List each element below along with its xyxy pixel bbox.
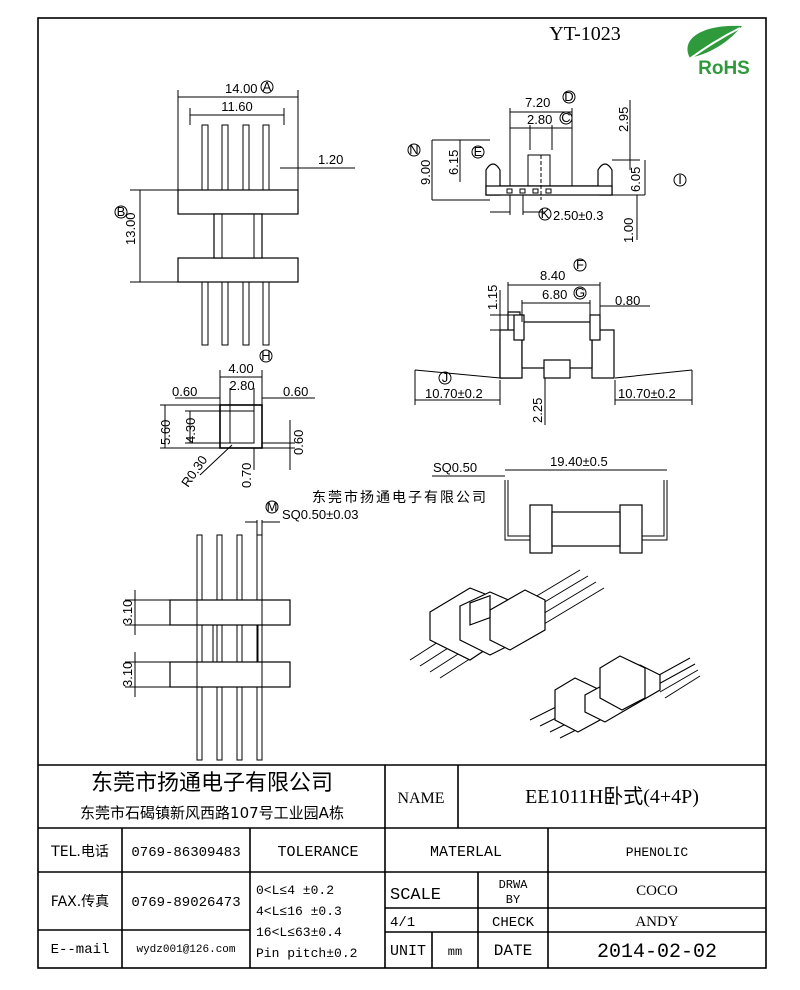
drawn-by-label: DRWA [499,878,529,892]
dimension-label: 5.60 [158,420,173,445]
date-label: DATE [494,942,532,960]
tolerance-row: 0<L≤4 ±0.2 [256,883,334,898]
dimension-label: 7.20 [525,95,550,110]
dimension-label: 2.80 [527,112,552,127]
dimension-label: I [678,172,682,187]
dimension-label: 10.70±0.2 [618,386,676,401]
title-block [38,764,766,968]
perspective-view-2 [529,655,701,739]
company-name: 东莞市扬通电子有限公司 [91,771,333,796]
unit-value: mm [448,945,462,959]
fax-label: FAX.传真 [51,894,109,910]
dimension-label: A [263,79,272,94]
dimension-label: SQ0.50±0.03 [282,507,359,522]
dimension-label: 2.80 [229,378,254,393]
part-name: EE1011H卧式(4+4P) [525,785,699,808]
dimension-label: J [442,370,449,385]
scale-label: SCALE [390,886,441,905]
dimension-label: 9.00 [418,160,433,185]
email-value: wydz001@126.com [136,944,235,956]
dimension-label: 13.00 [123,212,138,245]
dimension-label: 1.15 [485,285,500,310]
pin-span-view: 19.40±0.5 SQ0.50 [432,454,668,554]
material-label: MATERLAL [430,844,502,861]
dimension-label: 6.80 [542,287,567,302]
sheet-border [37,17,767,969]
dimension-label: 0.60 [283,384,308,399]
dimension-label: 6.15 [446,150,461,175]
name-label: NAME [397,790,444,807]
dimension-label: 19.40±0.5 [550,454,608,469]
drawn-by-value: COCO [636,883,678,899]
dimension-label: H [261,348,270,363]
perspective-view-1 [409,569,605,679]
dimension-label: 4.30 [183,418,198,443]
tolerance-row: 16<L≤63±0.4 [256,925,342,940]
unit-label: UNIT [390,943,426,960]
drawn-by-label-2: BY [506,893,520,907]
dimension-label: 0.70 [239,463,254,488]
bottom-view: M SQ0.50±0.03 3.10 3.10 [120,499,359,761]
watermark: 东莞市扬通电子有限公司 [312,489,488,506]
dimension-label: 14.00 [225,81,258,96]
dimension-label: 0.60 [172,384,197,399]
tolerance-row: 4<L≤16 ±0.3 [256,904,342,919]
tolerance-row: Pin pitch±0.2 [256,946,357,961]
tel-value: 0769-86309483 [131,845,240,861]
company-address: 东莞市石碣镇新风西路107号工业园A栋 [80,804,344,822]
dimension-label: 4.00 [228,361,253,376]
dimension-label: 6.05 [628,167,643,192]
dimension-label: 0.80 [615,293,640,308]
scale-value: 4/1 [390,915,415,931]
dimension-label: R0.30 [178,453,210,490]
dimension-label: 11.60 [221,99,253,114]
dimension-label: N [409,142,418,157]
dimension-label: 8.40 [540,268,565,283]
dimension-label: SQ0.50 [433,460,477,475]
dimension-label: 2.25 [530,398,545,423]
dimension-label: B [117,204,126,219]
part-code: YT-1023 [549,23,620,45]
rohs-logo: RoHS [687,25,750,79]
front-view: 7.20 D 2.80 C 9.00 N 6.15 E 2.95 6.05 I … [407,89,687,243]
email-label: E--mail [51,942,110,958]
dimension-label: M [267,499,278,514]
section-view: 4.00 H 2.80 0.60 0.60 5.60 4.30 0.60 R0.… [158,348,315,490]
dimension-label: K [541,206,550,221]
rohs-text: RoHS [698,58,750,79]
dimension-label: 10.70±0.2 [425,386,483,401]
dimension-label: G [575,285,585,300]
date-value: 2014-02-02 [597,941,717,964]
top-view: 14.00 A 11.60 1.20 13.00 B [114,79,355,346]
dimension-label: 1.20 [318,152,343,167]
dimension-label: E [474,144,483,159]
side-view: 8.40 F 6.80 G 0.80 1.15 J 10.70±0.2 10.7… [414,257,693,425]
check-value: ANDY [635,914,678,930]
tolerance-label: TOLERANCE [277,844,358,861]
tel-label: TEL.电话 [50,844,109,860]
dimension-label: 3.10 [120,662,135,687]
dimension-label: C [561,110,570,125]
material-value: PHENOLIC [626,845,689,860]
dimension-label: 3.10 [120,600,135,625]
dimension-label: 1.00 [621,218,636,243]
dimension-label: D [564,89,573,104]
fax-value: 0769-89026473 [131,895,240,911]
dimension-label: 2.50±0.3 [553,208,604,223]
dimension-label: 0.60 [291,430,306,455]
check-label: CHECK [492,915,535,931]
dimension-label: F [576,257,584,272]
dimension-label: 2.95 [616,107,631,132]
